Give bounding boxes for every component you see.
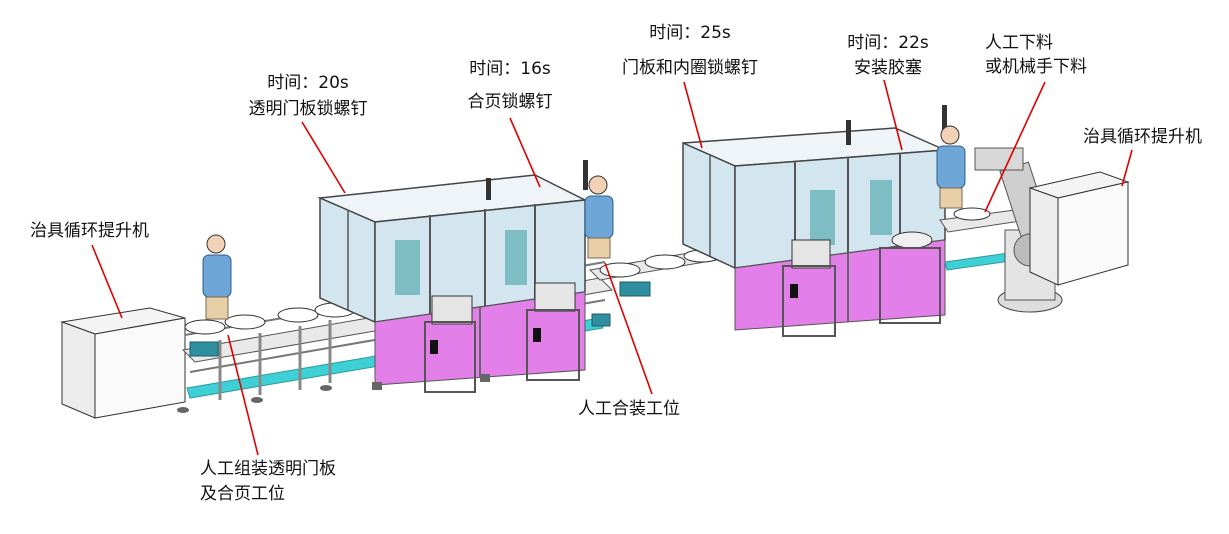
callout-leader-lines bbox=[91, 79, 1133, 456]
station-2-name: 合页锁螺钉 bbox=[467, 92, 553, 112]
left-lift-machine bbox=[60, 307, 186, 419]
station-enclosure-3-4 bbox=[682, 127, 946, 331]
screw-feeder-carts-right bbox=[782, 231, 941, 337]
station-1-time: 时间：20s bbox=[267, 73, 349, 93]
manual-door-label-line-1: 人工组装透明门板 bbox=[200, 459, 336, 479]
unload-label-line-2: 或机械手下料 bbox=[985, 57, 1087, 77]
right-lift-machine bbox=[1028, 171, 1130, 286]
station-4-time: 时间：22s bbox=[847, 33, 929, 53]
screw-feeder-carts-left bbox=[424, 282, 580, 393]
manual-assembly-label: 人工合装工位 bbox=[578, 399, 680, 419]
label-left-lift: 治具循环提升机 bbox=[30, 221, 149, 241]
station-3-time: 时间：25s bbox=[649, 23, 731, 43]
signal-lights bbox=[486, 105, 947, 200]
station-4-name: 安装胶塞 bbox=[854, 58, 922, 78]
worker-1 bbox=[202, 234, 232, 320]
station-2-time: 时间：16s bbox=[469, 59, 551, 79]
manual-door-label-line-2: 及合页工位 bbox=[200, 484, 285, 504]
worker-2 bbox=[584, 175, 614, 259]
station-1-name: 透明门板锁螺钉 bbox=[248, 99, 368, 119]
unload-label-line-1: 人工下料 bbox=[985, 33, 1053, 53]
station-enclosure-1-2 bbox=[317, 174, 588, 390]
worker-3 bbox=[936, 125, 966, 209]
station-3-name: 门板和内圈锁螺钉 bbox=[622, 58, 758, 78]
label-right-lift: 治具循环提升机 bbox=[1083, 127, 1202, 147]
